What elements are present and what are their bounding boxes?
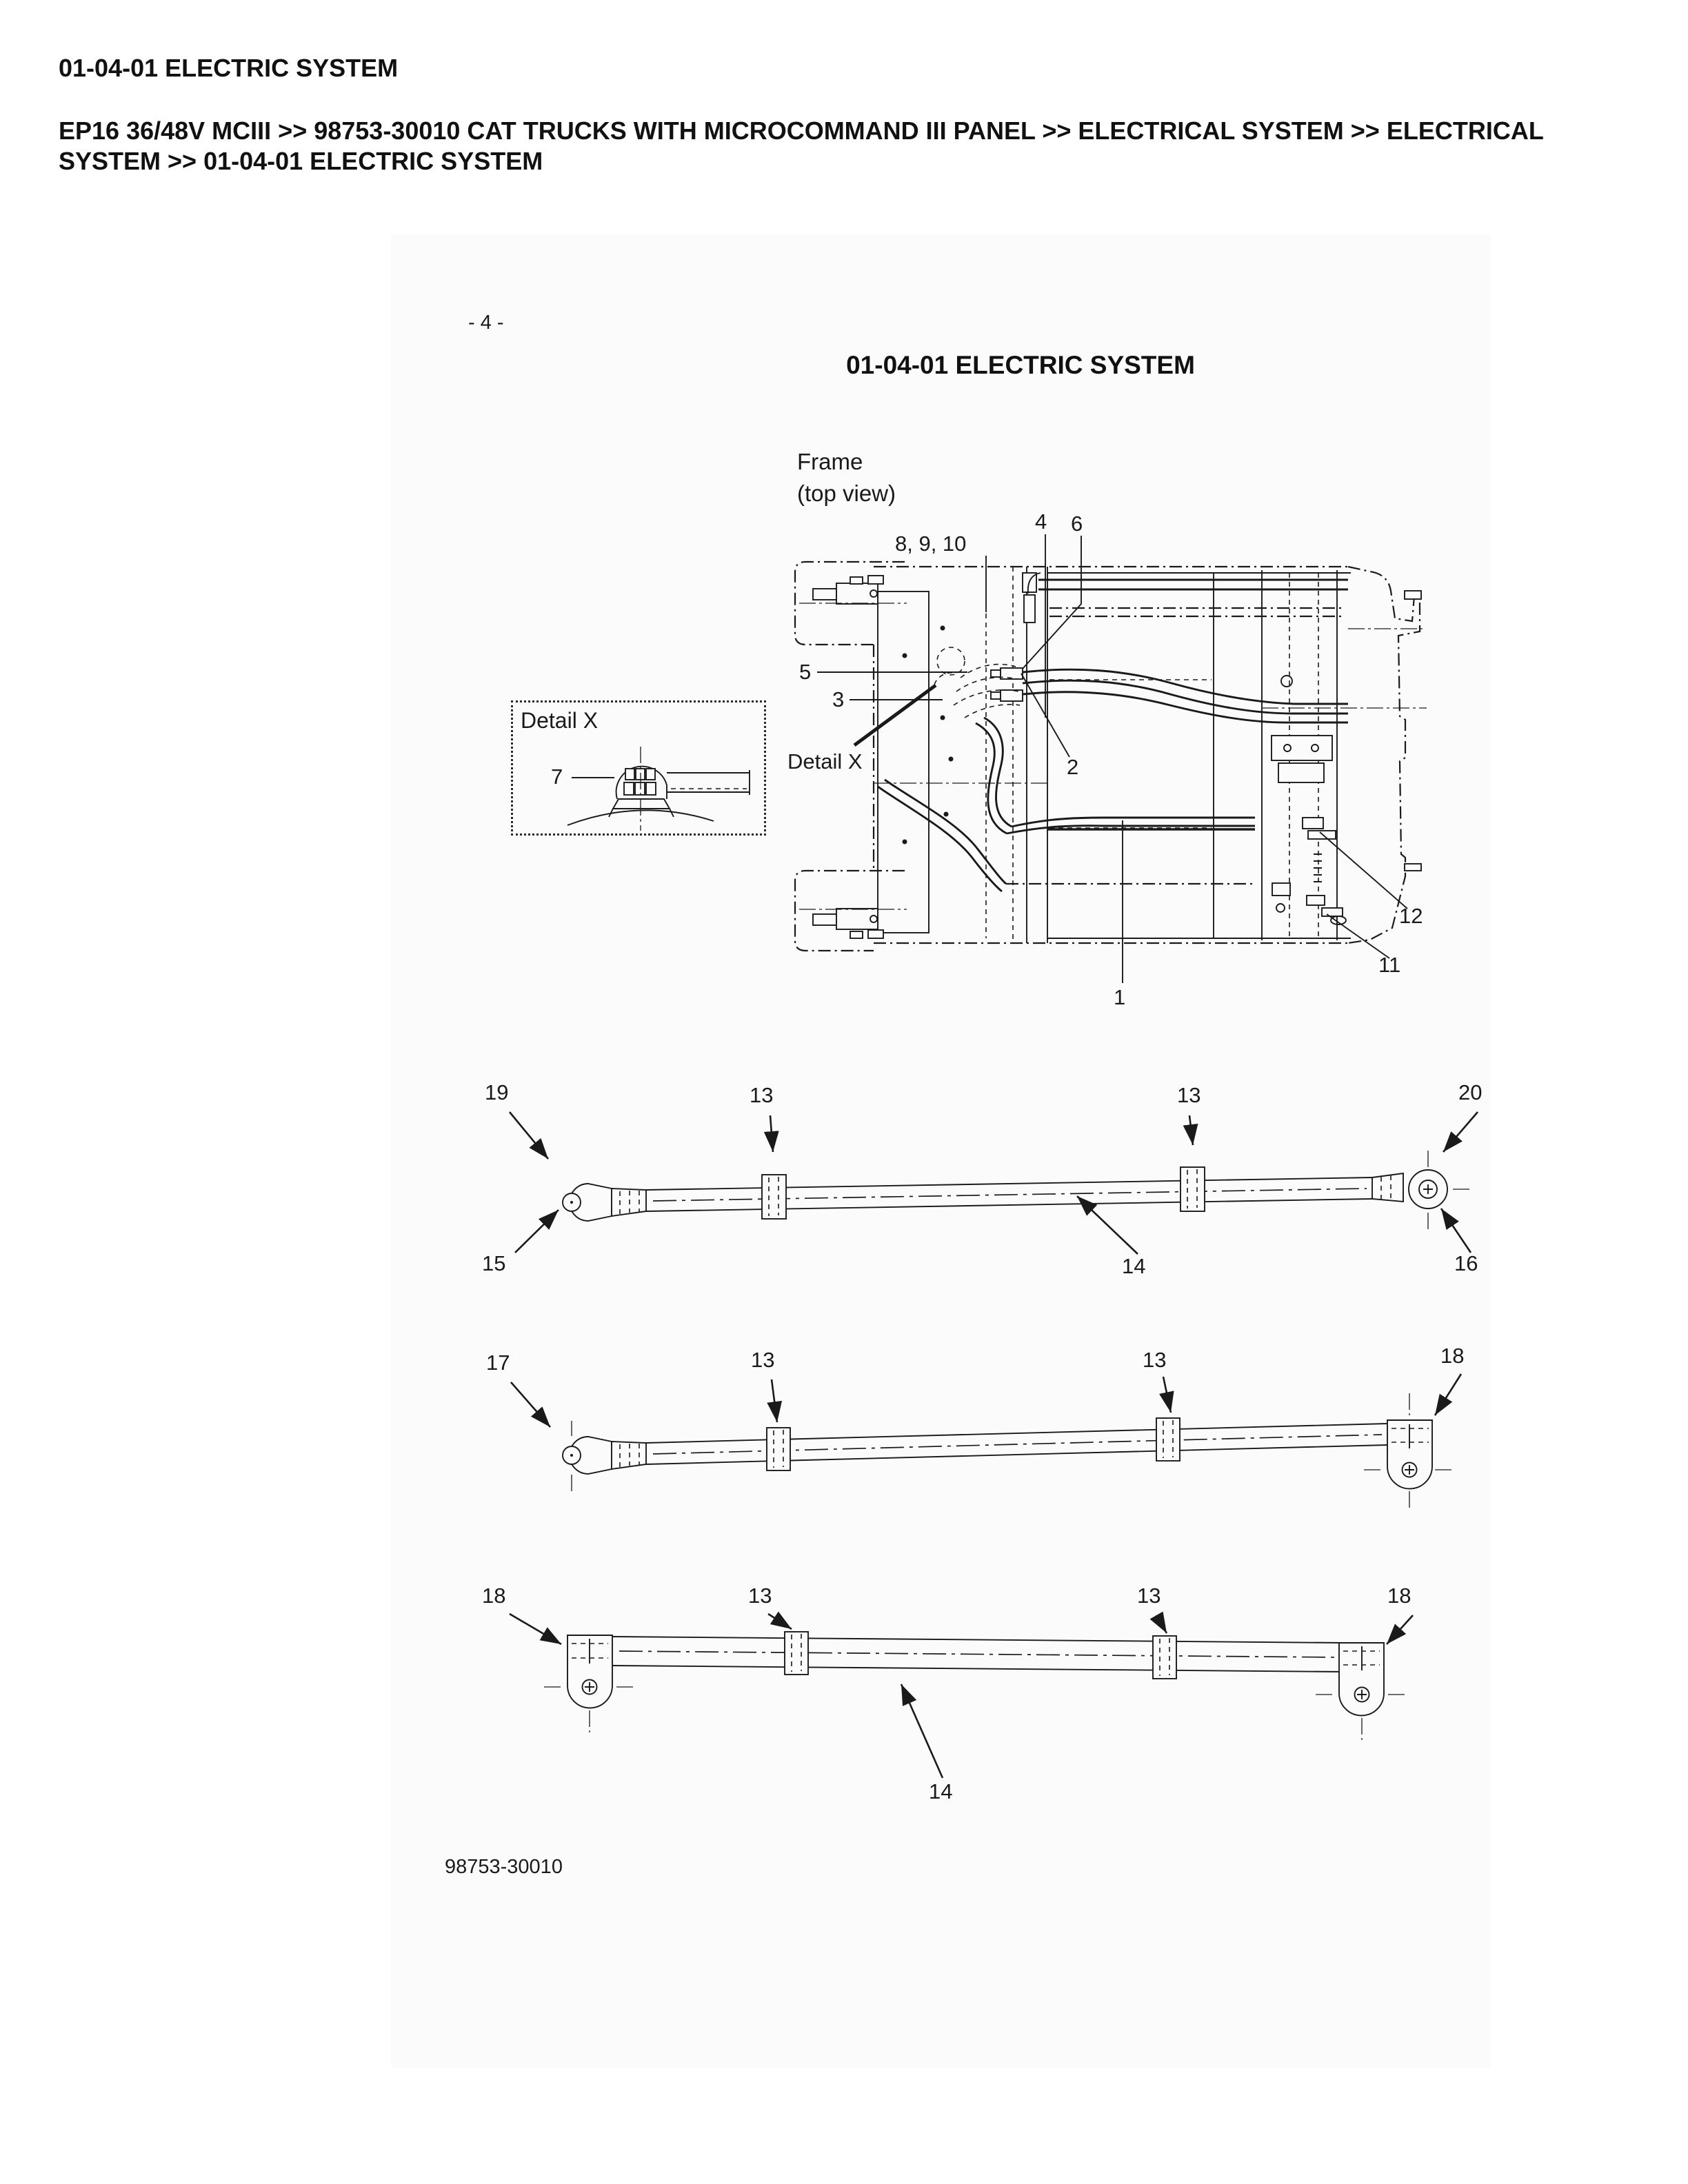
- catalog-page: - 4 - 01-04-01 ELECTRIC SYSTEM Frame (to…: [391, 235, 1491, 2068]
- cable1-callout-13a: 13: [750, 1083, 774, 1107]
- callout-2: 2: [1067, 755, 1079, 779]
- page-number: - 4 -: [468, 312, 504, 334]
- callout-3: 3: [832, 687, 845, 711]
- callout-7: 7: [551, 765, 563, 789]
- cable3-callout-13a: 13: [748, 1584, 772, 1608]
- detail-x-drawing: [567, 747, 750, 831]
- cable3-callout-13b: 13: [1137, 1584, 1161, 1608]
- frame-top-view-drawing: [794, 534, 1427, 983]
- cable3-callout-14: 14: [929, 1779, 953, 1803]
- drawing-caption-top-view: (top view): [797, 481, 896, 506]
- cable3-callout-18b: 18: [1387, 1584, 1411, 1608]
- part-number: 98753-30010: [445, 1856, 563, 1878]
- cable1-callout-16: 16: [1454, 1251, 1478, 1275]
- detail-x-inset-box: [511, 700, 766, 836]
- document-title: 01-04-01 ELECTRIC SYSTEM: [59, 54, 399, 82]
- breadcrumb: EP16 36/48V MCIII >> 98753-30010 CAT TRU…: [59, 117, 1544, 175]
- drawing-caption-frame: Frame: [797, 449, 863, 474]
- cable1-callout-20: 20: [1458, 1080, 1483, 1104]
- callout-12: 12: [1399, 904, 1423, 928]
- cable1-callout-13b: 13: [1177, 1083, 1201, 1107]
- cable2-callout-13b: 13: [1143, 1348, 1167, 1372]
- cable3-callout-18a: 18: [482, 1584, 506, 1608]
- page-line-art: [508, 534, 1478, 1779]
- cable1-callout-15: 15: [482, 1251, 506, 1275]
- detail-box-title: Detail X: [521, 708, 599, 733]
- cable-assembly-1-drawing: [508, 1111, 1478, 1255]
- callout-6: 6: [1071, 512, 1083, 536]
- page-title: 01-04-01 ELECTRIC SYSTEM: [846, 351, 1195, 379]
- callout-1: 1: [1114, 985, 1126, 1009]
- callout-11: 11: [1378, 953, 1401, 977]
- callout-4: 4: [1035, 509, 1047, 534]
- cable2-callout-17: 17: [486, 1351, 510, 1375]
- callout-8-9-10: 8, 9, 10: [895, 532, 967, 556]
- cable2-callout-13a: 13: [751, 1348, 775, 1372]
- callout-detail-x: Detail X: [787, 749, 863, 774]
- callout-5: 5: [799, 660, 812, 684]
- cable-assembly-2-drawing: [510, 1373, 1463, 1510]
- cable1-callout-14: 14: [1122, 1254, 1146, 1278]
- cable-assembly-3-drawing: [509, 1611, 1414, 1779]
- cable1-callout-19: 19: [485, 1080, 509, 1104]
- cable2-callout-18: 18: [1440, 1344, 1465, 1368]
